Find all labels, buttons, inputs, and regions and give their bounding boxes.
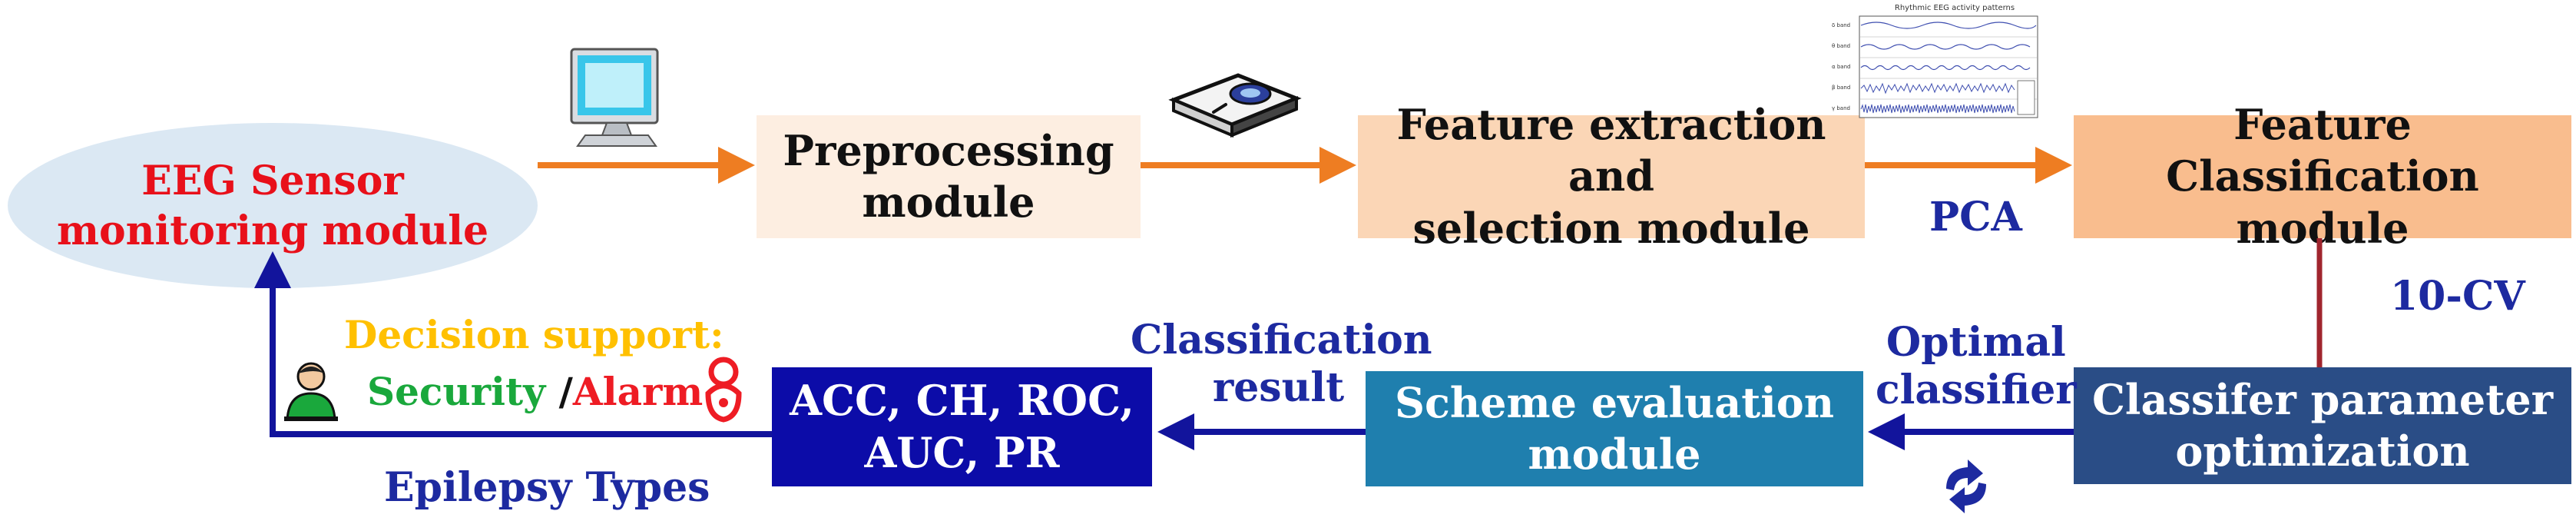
eeg-band-label-alpha: α band: [1832, 64, 1851, 70]
alarm-icon: [705, 357, 742, 423]
eeg-band-label-delta: δ band: [1832, 22, 1851, 28]
cv-label: 10-CV: [2390, 273, 2525, 320]
scheme-evaluation-line1: Scheme evaluation: [1394, 377, 1834, 427]
feature-classification-line1: Feature Classification: [2166, 99, 2479, 201]
optimal-classifier-line2: classifier: [1876, 367, 2077, 414]
metrics-box: ACC, CH, ROC, AUC, PR: [772, 367, 1152, 486]
classifier-optimization-line2: optimization: [2175, 426, 2470, 476]
decision-support-label: Decision support:: [344, 312, 724, 357]
eeg-sensor-line1: EEG Sensor: [141, 157, 404, 204]
feature-extraction-line1: Feature extraction and: [1396, 99, 1826, 201]
classification-result-line2: result: [1212, 364, 1345, 412]
classifier-optimization-module: Classifer parameter optimization: [2074, 367, 2571, 484]
metrics-line2: AUC, PR: [864, 427, 1060, 477]
classifier-optimization-line1: Classifer parameter: [2091, 374, 2554, 424]
alarm-label: Alarm: [572, 369, 704, 414]
eeg-plot-thumbnail: Rhythmic EEG activity patterns δ band θ …: [1832, 4, 2062, 131]
classification-result-label: Classification result: [1131, 317, 1432, 413]
eeg-band-label-gamma: γ band: [1832, 105, 1850, 111]
optimal-classifier-label: Optimal classifier: [1876, 319, 2077, 415]
epilepsy-types-label: Epilepsy Types: [384, 464, 710, 511]
optimal-classifier-line1: Optimal: [1886, 319, 2066, 366]
scheme-evaluation-line2: module: [1528, 430, 1701, 479]
preprocessing-line1: Preprocessing: [783, 125, 1114, 175]
security-alarm-label: Security /Alarm: [367, 369, 703, 414]
classification-result-line1: Classification: [1131, 317, 1432, 363]
metrics-line1: ACC, CH, ROC,: [790, 376, 1134, 425]
feature-classification-module: Feature Classification module: [2074, 100, 2571, 253]
eeg-band-label-theta: θ band: [1832, 43, 1851, 49]
separator-label: /: [545, 369, 573, 414]
security-label: Security: [367, 369, 546, 414]
feature-extraction-line2: selection module: [1412, 203, 1810, 253]
feature-extraction-module: Feature extraction and selection module: [1358, 100, 1865, 253]
pca-label: PCA: [1929, 194, 2022, 241]
arrow-metrics-to-eeg: [254, 251, 772, 437]
preprocessing-module: Preprocessing module: [757, 115, 1141, 238]
eeg-sensor-line2: monitoring module: [56, 207, 489, 254]
scheme-evaluation-module: Scheme evaluation module: [1366, 371, 1863, 486]
preprocessing-line2: module: [862, 178, 1035, 227]
eeg-band-label-beta: β band: [1832, 85, 1851, 91]
eeg-plot-title: Rhythmic EEG activity patterns: [1894, 4, 2015, 12]
feature-classification-line2: module: [2236, 203, 2409, 253]
scanner-icon: [1168, 73, 1302, 138]
user-security-icon: [284, 362, 338, 421]
refresh-arrows-icon: [1946, 460, 1986, 513]
monitor-icon: [570, 48, 659, 147]
